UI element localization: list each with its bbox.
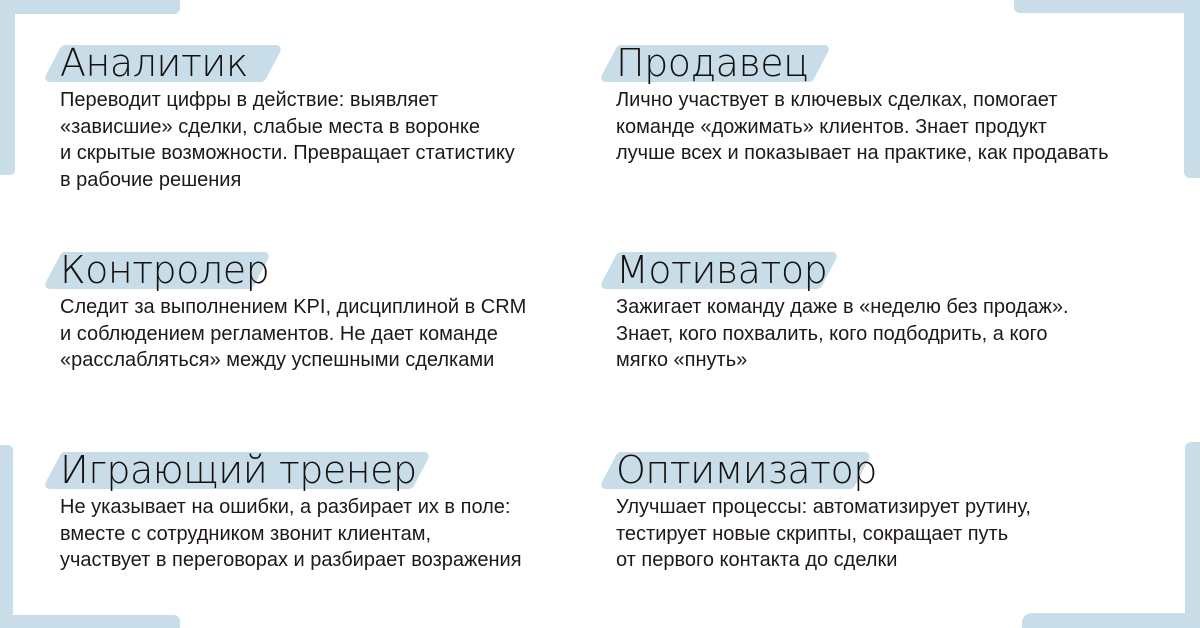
description-line: вместе с сотрудником звонит клиентам, <box>60 522 432 545</box>
description-line: Знает, кого похвалить, кого подбодрить, … <box>616 322 1048 345</box>
description-line: Улучшает процессы: автоматизирует рутину… <box>616 496 1031 518</box>
description-line: «расслабляться» между успешными сделками <box>60 349 495 371</box>
corner-bracket-bottom-left-vertical <box>0 445 13 628</box>
role-title: Контролер <box>60 248 270 292</box>
role-heading: Контролер <box>42 247 272 293</box>
corner-bracket-bottom-right-vertical <box>1185 442 1200 628</box>
description-line: «зависшие» сделки, слабые места в воронк… <box>60 115 480 138</box>
description-line: Переводит цифры в действие: выявляет <box>60 89 438 111</box>
role-description: Зажигает команду даже в «неделю без прод… <box>616 294 1156 374</box>
role-title: Играющий тренер <box>60 448 417 492</box>
description-line: от первого контакта до сделки <box>616 549 898 571</box>
role-description: Переводит цифры в действие: выявляет «за… <box>60 87 600 193</box>
description-line: участвует в переговорах и разбирает возр… <box>60 549 522 571</box>
description-line: и скрытые возможности. Превращает статис… <box>60 142 515 164</box>
description-line: Зажигает команду даже в «неделю без прод… <box>616 296 1069 318</box>
role-title: Мотиватор <box>616 248 828 292</box>
corner-bracket-top-left-horizontal <box>0 0 180 14</box>
role-description: Лично участвует в ключевых сделках, помо… <box>616 87 1156 167</box>
role-card-seller: Продавец Лично участвует в ключевых сдел… <box>598 40 1156 167</box>
description-line: Не указывает на ошибки, а разбирает их в… <box>60 496 511 518</box>
role-heading: Мотиватор <box>598 247 840 293</box>
role-card-optimizer: Оптимизатор Улучшает процессы: автоматиз… <box>598 447 1156 574</box>
role-description: Улучшает процессы: автоматизирует рутину… <box>616 494 1156 574</box>
role-description: Не указывает на ошибки, а разбирает их в… <box>60 494 600 574</box>
corner-bracket-bottom-left-horizontal <box>0 615 180 628</box>
role-title: Продавец <box>616 41 809 85</box>
corner-bracket-top-right-vertical <box>1184 0 1200 178</box>
role-title: Аналитик <box>60 41 248 85</box>
corner-bracket-bottom-right-horizontal <box>1022 613 1200 628</box>
description-line: Следит за выполнением KPI, дисциплиной в… <box>60 296 527 318</box>
corner-bracket-top-left-vertical <box>0 0 15 175</box>
role-card-analyst: Аналитик Переводит цифры в действие: выя… <box>42 40 600 193</box>
role-card-controller: Контролер Следит за выполнением KPI, дис… <box>42 247 600 374</box>
role-card-motivator: Мотиватор Зажигает команду даже в «недел… <box>598 247 1156 374</box>
description-line: команде «дожимать» клиентов. Знает проду… <box>616 115 1047 138</box>
corner-bracket-top-right-horizontal <box>1014 0 1200 13</box>
role-heading: Играющий тренер <box>42 447 432 493</box>
role-heading: Оптимизатор <box>598 447 877 493</box>
description-line: в рабочие решения <box>60 168 242 191</box>
role-title: Оптимизатор <box>616 448 877 492</box>
description-line: мягко «пнуть» <box>616 349 748 371</box>
role-heading: Аналитик <box>42 40 284 86</box>
role-heading: Продавец <box>598 40 832 86</box>
role-card-playing-coach: Играющий тренер Не указывает на ошибки, … <box>42 447 600 574</box>
description-line: и соблюдением регламентов. Не дает коман… <box>60 322 498 345</box>
description-line: лучше всех и показывает на практике, как… <box>616 142 1109 164</box>
role-description: Следит за выполнением KPI, дисциплиной в… <box>60 294 600 374</box>
description-line: тестирует новые скрипты, сокращает путь <box>616 522 1009 545</box>
description-line: Лично участвует в ключевых сделках, помо… <box>616 89 1058 111</box>
